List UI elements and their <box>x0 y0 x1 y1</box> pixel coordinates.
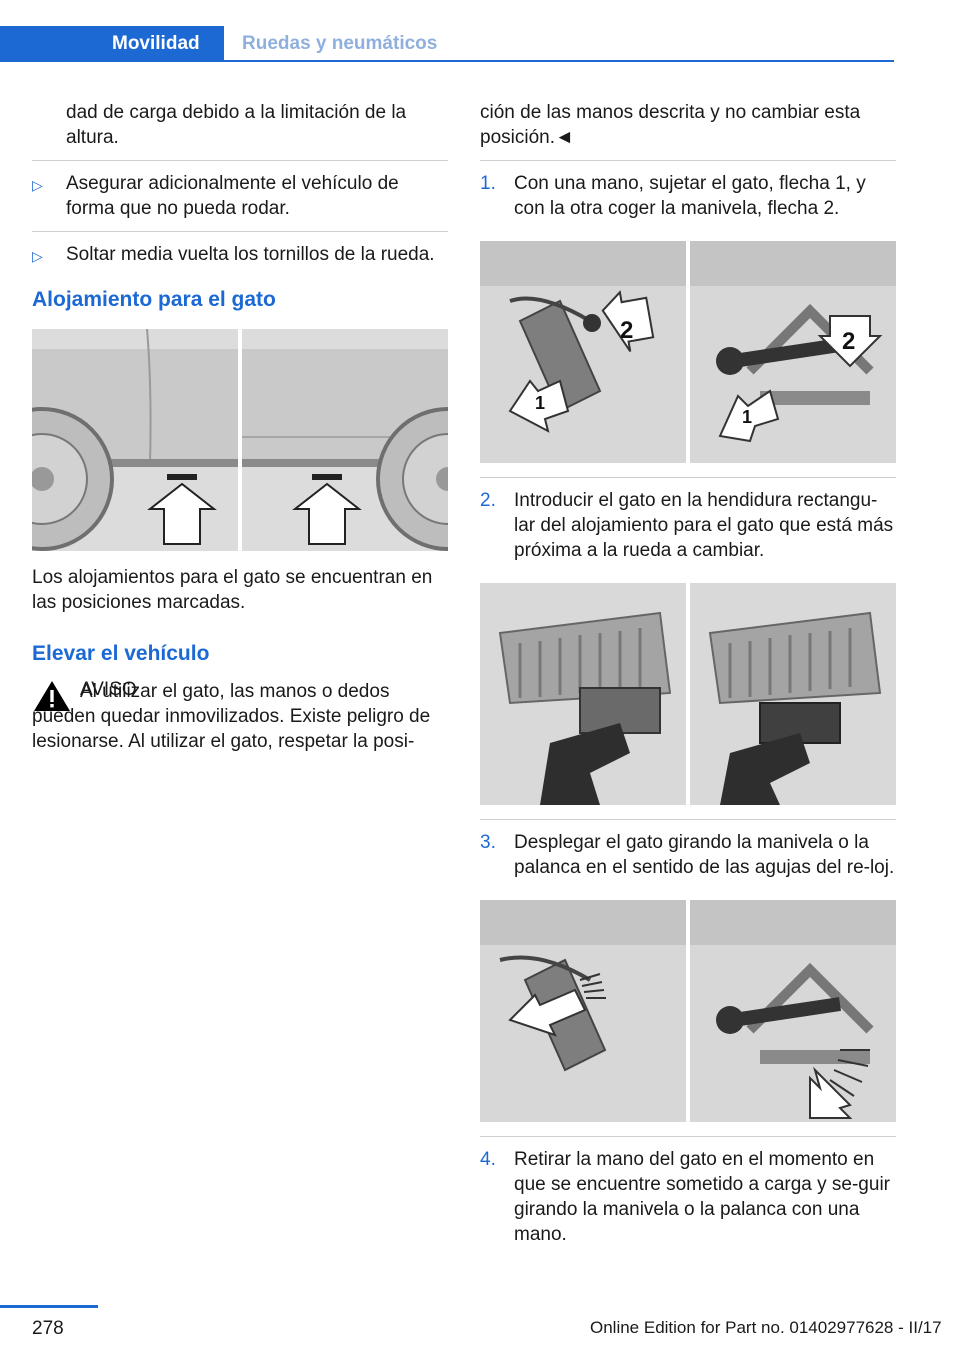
section-title-jack-points: Alojamiento para el gato <box>32 288 276 311</box>
divider <box>480 160 896 161</box>
step-number: 1. <box>480 173 496 194</box>
continued-paragraph: dad de carga debido a la limitación de l… <box>66 102 407 148</box>
tab-ruedas-neumaticos[interactable]: Ruedas y neumáticos <box>224 26 894 62</box>
jack-points-figure <box>32 329 448 551</box>
divider <box>480 1136 896 1137</box>
arrow-label-1: 1 <box>742 407 752 427</box>
step-text: Desplegar el gato girando la manivela o … <box>514 832 895 878</box>
bullet-item: ▷ Asegurar adicionalmente el vehículo de… <box>32 173 399 219</box>
triangle-bullet-icon: ▷ <box>32 248 43 264</box>
warning-text: Al utilizar el gato, las manos o dedos p… <box>32 681 431 752</box>
step-text: Con una mano, sujetar el gato, flecha 1,… <box>514 173 866 219</box>
step-item: 1. Con una mano, sujetar el gato, flecha… <box>480 171 896 221</box>
step-item: 3. Desplegar el gato girando la manivela… <box>480 830 896 880</box>
jack-rotate-illustration <box>480 900 896 1122</box>
tab-movilidad[interactable]: Movilidad <box>0 26 224 62</box>
step-item: 2. Introducir el gato en la hendidura re… <box>480 488 896 563</box>
right-column: ción de las manos descrita y no cambiar … <box>480 100 896 1247</box>
step-text: Retirar la mano del gato en el momento e… <box>514 1149 890 1245</box>
jack-rotate-figure <box>480 900 896 1122</box>
left-column: dad de carga debido a la limitación de l… <box>32 100 448 754</box>
bullet-item: ▷ Soltar media vuelta los tornillos de l… <box>32 242 448 267</box>
step-item: 4. Retirar la mano del gato en el moment… <box>480 1147 896 1247</box>
divider <box>480 819 896 820</box>
edition-text: Online Edition for Part no. 01402977628 … <box>590 1318 942 1337</box>
step-number: 3. <box>480 832 496 853</box>
jack-handle-illustration: 2 1 2 1 <box>480 241 896 463</box>
divider <box>32 231 448 232</box>
arrow-label-2: 2 <box>620 317 633 344</box>
jack-slot-figure <box>480 583 896 805</box>
arrow-label-1: 1 <box>535 393 545 413</box>
jack-handle-figure: 2 1 2 1 <box>480 241 896 463</box>
warning-triangle-icon <box>34 681 70 711</box>
step-number: 4. <box>480 1149 496 1170</box>
jack-slot-illustration <box>480 583 896 805</box>
continued-warning-text: ción de las manos descrita y no cambiar … <box>480 102 861 148</box>
divider <box>480 477 896 478</box>
jack-points-illustration <box>32 329 448 551</box>
warning-title: AVISO <box>80 679 137 700</box>
triangle-bullet-icon: ▷ <box>32 177 43 193</box>
page-number: 278 <box>32 1318 64 1339</box>
divider <box>32 160 448 161</box>
header-tabs: Movilidad Ruedas y neumáticos <box>0 0 960 62</box>
step-number: 2. <box>480 490 496 511</box>
arrow-label-2: 2 <box>842 328 855 355</box>
footer-accent-line <box>0 1305 98 1308</box>
jack-points-description: Los alojamientos para el gato se encuent… <box>32 567 433 613</box>
section-title-raise-vehicle: Elevar el vehículo <box>32 642 210 665</box>
step-text: Introducir el gato en la hendidura recta… <box>514 490 894 561</box>
warning-block: AVISO <box>32 677 448 711</box>
